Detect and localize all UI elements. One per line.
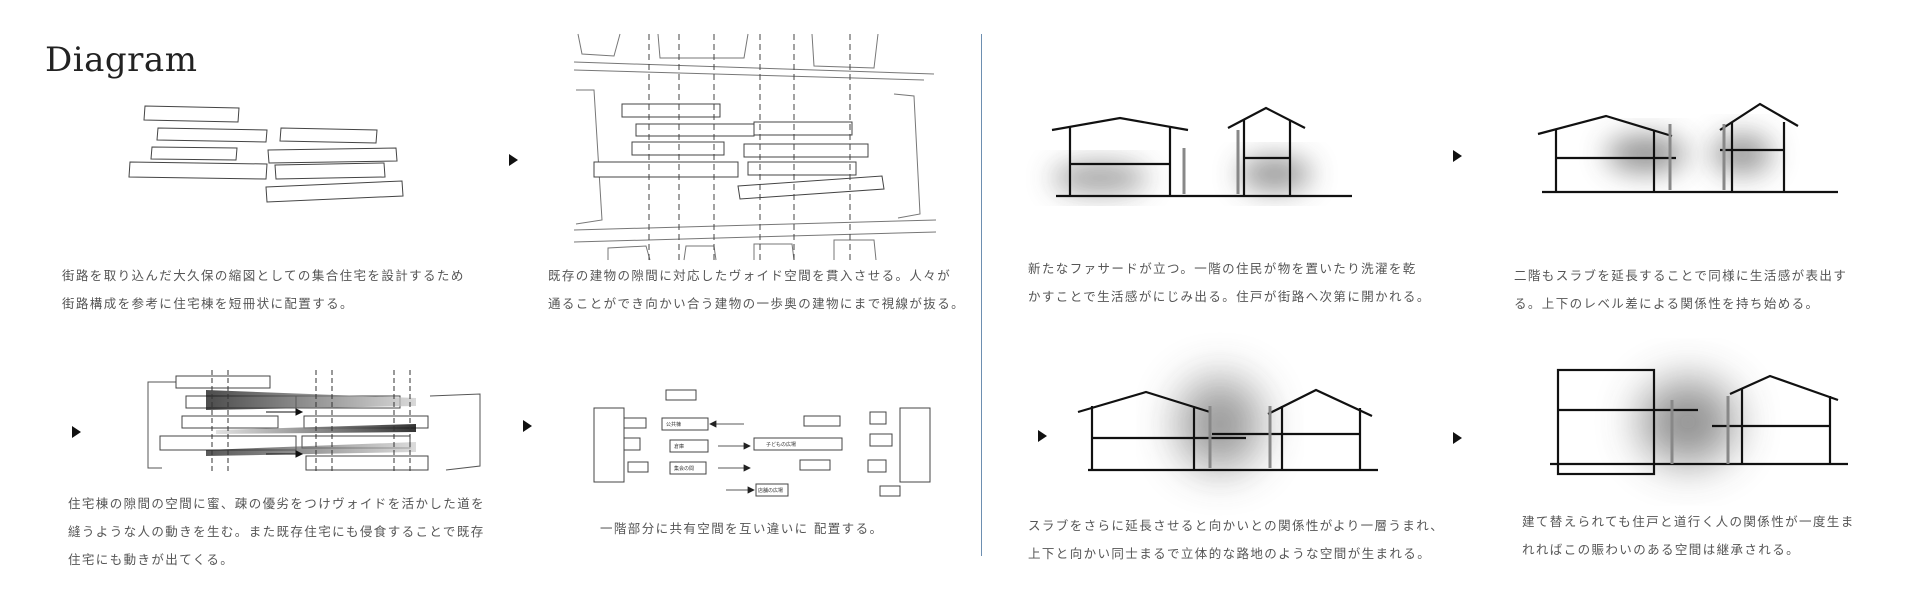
caption-3: 住宅棟の隙間の空間に蜜、疎の優劣をつけヴォイドを活かした道を縫うような人の動きを… — [68, 496, 486, 567]
arrow-marker-5 — [1038, 430, 1047, 442]
section-diagram-3 — [1077, 378, 1378, 472]
plan-label-5: 店舗の広場 — [758, 487, 783, 494]
arrow-marker-4 — [1453, 150, 1462, 162]
arrow-marker-2 — [72, 426, 81, 438]
plan-label-4: 集会の間 — [674, 465, 694, 472]
caption-5: 新たなファサードが立つ。一階の住民が物を置いたり洗濯を乾かすことで生活感がにじみ… — [1028, 261, 1431, 304]
diagram-site-plan — [573, 33, 937, 261]
diagram-circulation — [147, 370, 481, 474]
caption-7: スラブをさらに延長させると向かいとの関係性がより一層うまれ、上下と向かい同士まる… — [1028, 518, 1445, 561]
plan-label-3: 子どもの広場 — [766, 441, 796, 448]
section-diagram-2 — [1537, 102, 1838, 194]
section-diagram-4 — [1550, 368, 1848, 476]
page-title: Diagram — [45, 40, 198, 80]
caption-6: 二階もスラブを延長することで同様に生活感が表出する。上下のレベル差による関係性を… — [1514, 268, 1848, 311]
arrow-marker-6 — [1453, 432, 1462, 444]
plan-label-1: 公共棟 — [666, 421, 681, 428]
diagram-strip-layout — [128, 105, 404, 203]
arrow-marker-1 — [509, 154, 518, 166]
caption-1: 街路を取り込んだ大久保の縮図としての集合住宅を設計するため街路構成を参考に住宅棟… — [62, 268, 465, 311]
diagram-ground-floor-plan: 公共棟 倉庫 子どもの広場 集会の間 店舗の広場 — [593, 389, 931, 497]
arrow-marker-3 — [523, 420, 532, 432]
caption-2: 既存の建物の隙間に対応したヴォイド空間を貫入させる。人々が通ることができ向かい合… — [548, 268, 966, 311]
section-divider — [981, 34, 982, 556]
section-diagram-1 — [1051, 106, 1352, 198]
plan-label-2: 倉庫 — [674, 443, 684, 450]
caption-8: 建て替えられても住戸と道行く人の関係性が一度生まれればこの賑わいのある空間は継承… — [1522, 514, 1855, 557]
caption-4: 一階部分に共有空間を互い違いに 配置する。 — [600, 521, 884, 536]
